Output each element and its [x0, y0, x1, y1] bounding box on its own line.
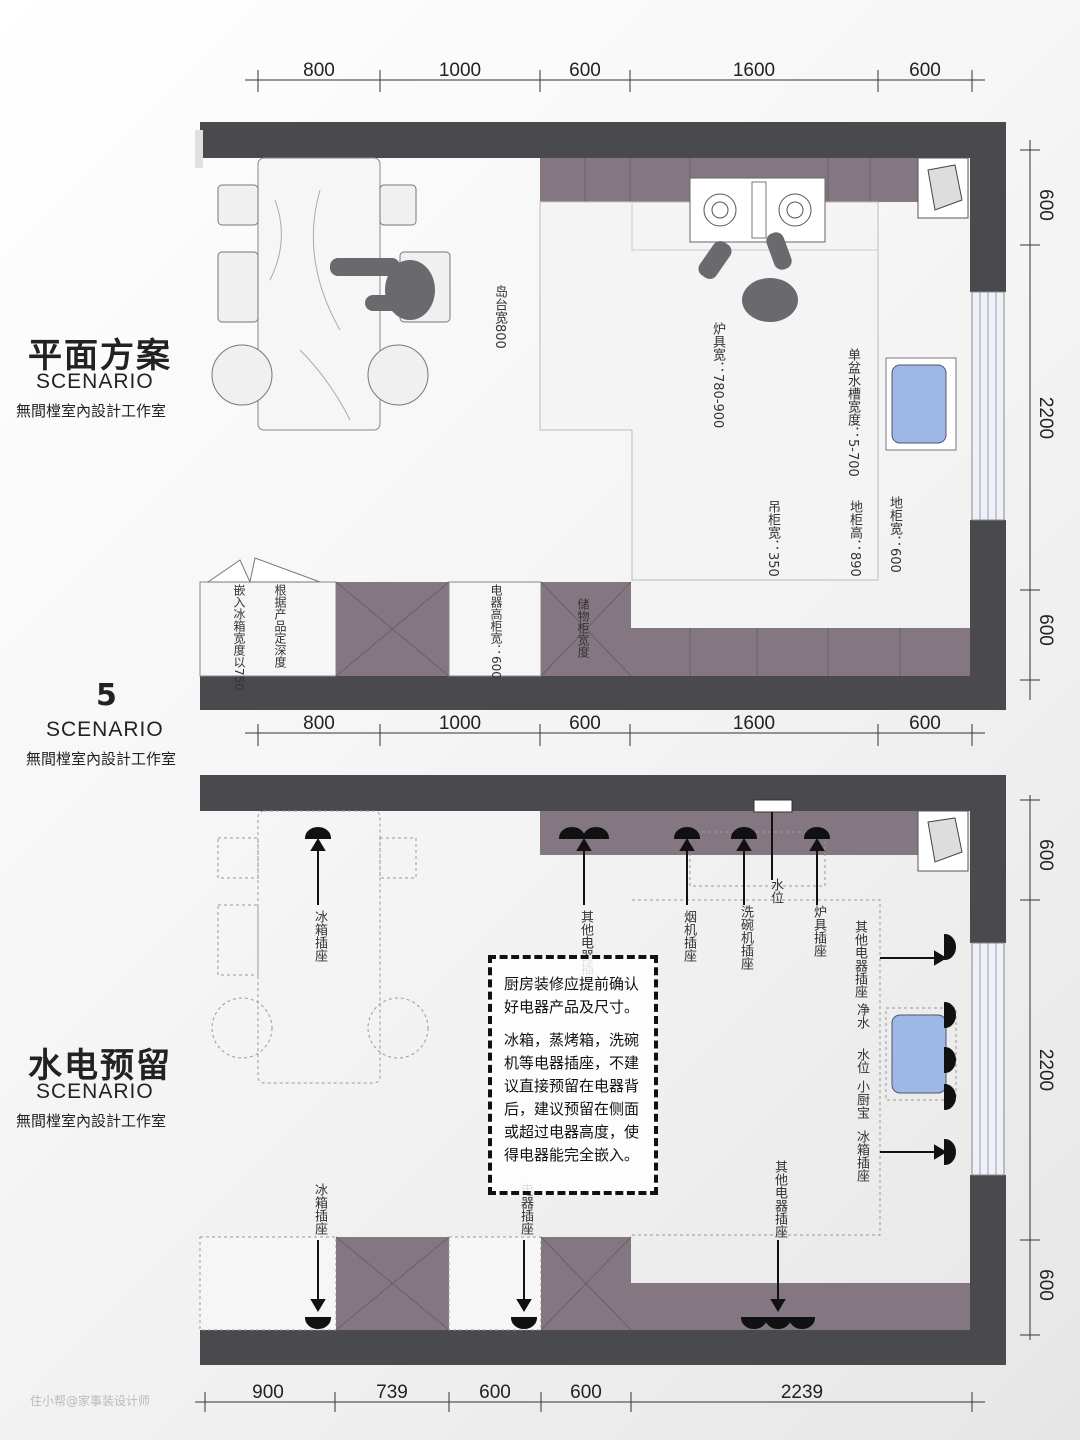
- notice-box: 厨房装修应提前确认好电器产品及尺寸。 冰箱，蒸烤箱，洗碗机等电器插座，不建议直接…: [488, 955, 658, 1195]
- bottom-right-dim-2: 2200: [1035, 1048, 1056, 1092]
- outlet-fridge-top: 冰箱插座: [312, 910, 327, 962]
- bottom-ghost-layout: [211, 810, 957, 1236]
- bottom-base-cabinets: [199, 1236, 970, 1331]
- bottom-window: [971, 942, 1005, 1176]
- outlet-island-other: 其他电器插座: [772, 1160, 787, 1238]
- top-base-cabinets: [199, 557, 970, 677]
- middle-studio: 無間樘室內設計工作室: [26, 750, 177, 768]
- top-subtitle: SCENARIO: [36, 370, 154, 393]
- top-dimension-line: [245, 70, 985, 92]
- notice-paragraph-2: 冰箱，蒸烤箱，洗碗机等电器插座，不建议直接预留在电器背后，建议预留在侧面或超过电…: [504, 1031, 640, 1164]
- top-right-dim-1: 600: [1035, 189, 1056, 221]
- bottom-right-dimension-line: [1020, 795, 1040, 1340]
- label-product-depth: 根据产品定深度: [273, 584, 287, 668]
- label-island-width: 岛台宽800: [492, 285, 507, 349]
- bottom-dim-4: 600: [570, 1382, 602, 1403]
- label-storage-width: 储物柜宽度: [576, 598, 590, 658]
- bottom-title: 水电预留: [28, 1046, 172, 1086]
- outlet-purifier: 净水: [854, 1003, 869, 1029]
- top-bottom-dim-3: 600: [569, 713, 601, 734]
- label-appliance-width: 电器高柜宽：600: [489, 584, 503, 679]
- top-studio: 無間樘室內設計工作室: [16, 402, 167, 420]
- top-right-dim-2: 2200: [1035, 396, 1056, 440]
- top-person-figure: [698, 232, 798, 322]
- outlet-fridge-bottom: 冰箱插座: [312, 1183, 327, 1235]
- outlet-water-pos: 水位: [768, 878, 783, 904]
- outlet-hood: 烟机插座: [681, 910, 696, 962]
- top-dim-1: 800: [303, 60, 335, 81]
- top-dim-4: 1600: [732, 60, 776, 81]
- outlet-markers: [304, 812, 956, 1329]
- label-base-height: 地柜高：890: [847, 500, 862, 577]
- top-dim-5: 600: [909, 60, 941, 81]
- bottom-subtitle: SCENARIO: [36, 1080, 154, 1103]
- bottom-dim-1: 900: [252, 1382, 284, 1403]
- top-dim-2: 1000: [438, 60, 482, 81]
- middle-number: 5: [96, 678, 119, 713]
- outlet-right-fridge: 冰箱插座: [854, 1130, 869, 1182]
- top-right-dim-3: 600: [1035, 614, 1056, 646]
- bottom-bottom-dimension-line: [195, 1392, 985, 1412]
- bottom-right-dim-3: 600: [1035, 1269, 1056, 1301]
- bottom-sink: [891, 1014, 947, 1094]
- middle-subtitle: SCENARIO: [46, 718, 164, 741]
- top-bottom-dimension-line: [245, 724, 985, 746]
- top-bottom-dim-2: 1000: [438, 713, 482, 734]
- label-sink-width: 单盆水槽宽度：5-700: [845, 348, 860, 477]
- top-bottom-dim-1: 800: [303, 713, 335, 734]
- bottom-studio: 無間樘室內設計工作室: [16, 1112, 167, 1130]
- notice-paragraph-1: 厨房装修应提前确认好电器产品及尺寸。: [504, 975, 640, 1016]
- label-base-width: 地柜宽：600: [887, 496, 902, 573]
- label-stove-width: 炉具宽：780-900: [710, 322, 725, 429]
- bottom-dim-3: 600: [479, 1382, 511, 1403]
- top-dim-3: 600: [569, 60, 601, 81]
- bottom-dim-5: 2239: [780, 1382, 824, 1403]
- top-bottom-dim-5: 600: [909, 713, 941, 734]
- top-dining-set: [211, 157, 451, 431]
- outlet-tall-cab: 电器插座: [518, 1183, 533, 1235]
- bottom-plan-walls: [200, 775, 1006, 1365]
- top-window: [971, 291, 1005, 521]
- label-fridge-depth: 嵌入冰箱宽度以750: [232, 584, 246, 691]
- outlet-stove: 炉具插座: [811, 905, 826, 957]
- outlet-dishwasher: 洗碗机插座: [738, 905, 753, 970]
- top-bottom-dim-4: 1600: [732, 713, 776, 734]
- label-wall-cab-width: 吊柜宽：350: [765, 500, 780, 577]
- bottom-right-dim-1: 600: [1035, 839, 1056, 871]
- top-right-dimension-line: [1020, 140, 1040, 700]
- top-plan-walls: [195, 122, 1006, 710]
- outlet-kitchen-treasure: 小厨宝: [854, 1080, 869, 1119]
- outlet-water: 水位: [854, 1048, 869, 1074]
- bottom-dim-2: 739: [376, 1382, 408, 1403]
- top-title: 平面方案: [28, 336, 172, 376]
- outlet-right-other: 其他电器插座: [852, 920, 867, 998]
- watermark: 住小帮@家事装设计师: [30, 1394, 151, 1408]
